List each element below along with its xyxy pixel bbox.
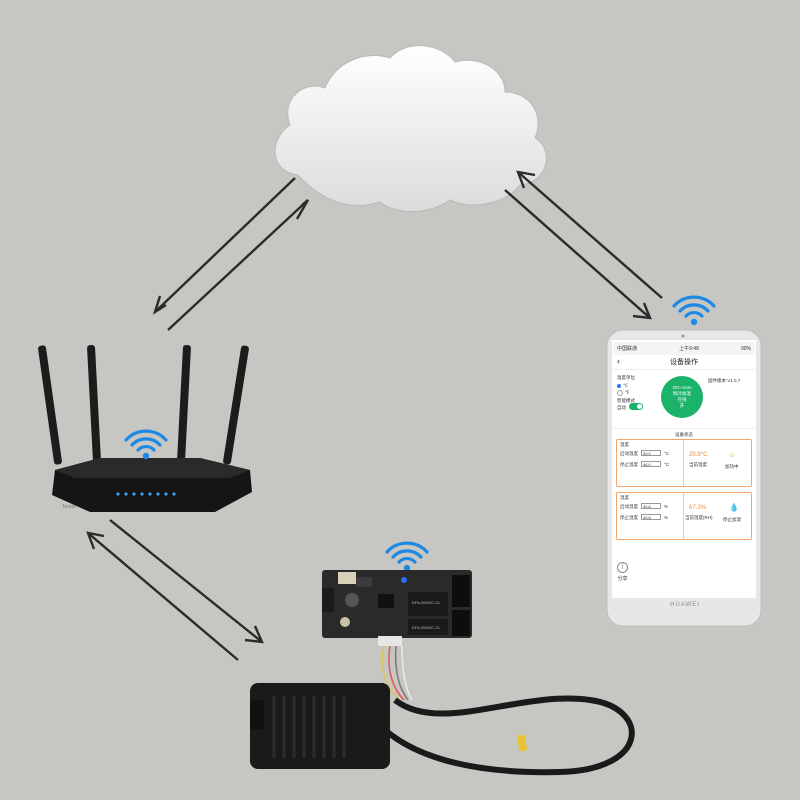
router xyxy=(38,345,252,512)
share-label: 分享 xyxy=(617,576,628,582)
sun-icon: ☼ xyxy=(728,450,736,459)
card-divider xyxy=(683,493,684,539)
start-hum-label: 启动湿度 xyxy=(620,504,638,509)
cloud-icon xyxy=(274,45,547,212)
humidify-status-label: 停止加湿 xyxy=(723,517,741,522)
stop-hum-label: 停止湿度 xyxy=(620,515,638,520)
humidity-card: 湿度 启动湿度 30.6 % 停止湿度 40.6 % 67.2% 当前湿度(RH… xyxy=(616,492,752,540)
share-button[interactable]: ⟨ 分享 xyxy=(617,562,628,582)
current-temp-label: 当前温度 xyxy=(689,462,707,467)
clock-label: 上午9:48 xyxy=(679,346,699,352)
relay-label-1: DFA-05VDC-CL xyxy=(412,600,441,605)
phone-app-screen: 中国联通 上午9:48 90% ‹ 设备操作 温度单位 ℃ ℉ 智能模式 自动 … xyxy=(613,342,755,596)
device-status-title: 设备状态 xyxy=(675,432,693,437)
app-navbar: ‹ 设备操作 xyxy=(613,355,755,370)
arrow-router-to-cloud xyxy=(167,199,310,331)
stop-temp-label: 停止温度 xyxy=(620,462,638,467)
temperature-card: 温度 启动温度 30.0 °C 停止温度 46.0 °C 25.9°C 当前温度… xyxy=(616,439,752,487)
start-temp-label: 启动温度 xyxy=(620,451,638,456)
mode-name: 制冷加湿 xyxy=(673,391,691,396)
relay-label-2: DFA-05VDC-CL xyxy=(412,625,441,630)
smart-mode-toggle[interactable] xyxy=(629,403,643,410)
temp-unit-label: 温度单位 xyxy=(617,375,635,380)
wifi-icon xyxy=(672,295,716,327)
back-icon[interactable]: ‹ xyxy=(617,356,620,366)
heating-status-label: 加热中 xyxy=(725,464,739,469)
stop-temp-input[interactable]: 46.0 xyxy=(641,461,661,467)
page-title: 设备操作 xyxy=(670,359,698,366)
unit-option-c[interactable]: ℃ xyxy=(617,383,628,389)
current-hum-label: 当前湿度(RH) xyxy=(685,515,713,520)
sensor-cable xyxy=(381,645,635,776)
start-hum-input[interactable]: 30.6 xyxy=(641,503,661,509)
auto-label: 自动 xyxy=(617,405,626,410)
water-drop-icon: 💧 xyxy=(729,503,739,512)
temperature-humidity-sensor xyxy=(250,683,390,769)
wifi-icon xyxy=(385,541,429,573)
controller-board xyxy=(322,570,472,646)
firmware-label: 固件版本:V1.0.7 xyxy=(708,378,741,383)
online-status: 在线 xyxy=(677,397,687,402)
radio-unchecked-icon xyxy=(617,390,623,396)
hum-unit: % xyxy=(664,515,669,520)
temp-unit: °C xyxy=(664,451,670,456)
router-brand: Tenda xyxy=(62,504,76,510)
carrier-label: 中国联通 xyxy=(617,346,638,352)
arrow-board-to-router xyxy=(86,531,239,661)
arrow-cloud-to-phone xyxy=(504,189,652,320)
arrow-phone-to-cloud xyxy=(516,170,663,299)
current-hum-value: 67.2% xyxy=(689,505,707,511)
unit-option-f[interactable]: ℉ xyxy=(617,390,629,396)
wifi-icon xyxy=(124,429,168,461)
current-temp-value: 25.9°C xyxy=(689,452,708,458)
status-bar: 中国联通 上午9:48 90% xyxy=(613,342,755,355)
room-name: 301-room xyxy=(672,385,692,390)
temp-unit: °C xyxy=(664,462,670,467)
card-divider xyxy=(683,440,684,486)
temp-card-title: 温度 xyxy=(620,442,629,447)
share-icon: ⟨ xyxy=(617,562,628,573)
power-status: 开 xyxy=(679,403,685,408)
stop-hum-input[interactable]: 40.6 xyxy=(641,514,661,520)
hum-unit: % xyxy=(664,504,669,509)
start-temp-input[interactable]: 30.0 xyxy=(641,450,661,456)
arrow-router-to-board xyxy=(109,519,264,644)
device-status-circle: 301-room 制冷加湿 在线 开 xyxy=(661,376,703,418)
radio-checked-icon xyxy=(617,383,621,388)
device-summary: 温度单位 ℃ ℉ 智能模式 自动 301-room 制冷加湿 在线 开 固件版本… xyxy=(613,370,755,429)
battery-label: 90% xyxy=(740,345,751,352)
arrow-cloud-to-router xyxy=(152,177,296,315)
hum-card-title: 湿度 xyxy=(620,495,629,500)
phone-brand: HUAWEI xyxy=(670,602,700,608)
smart-mode-label: 智能模式 xyxy=(617,398,635,403)
